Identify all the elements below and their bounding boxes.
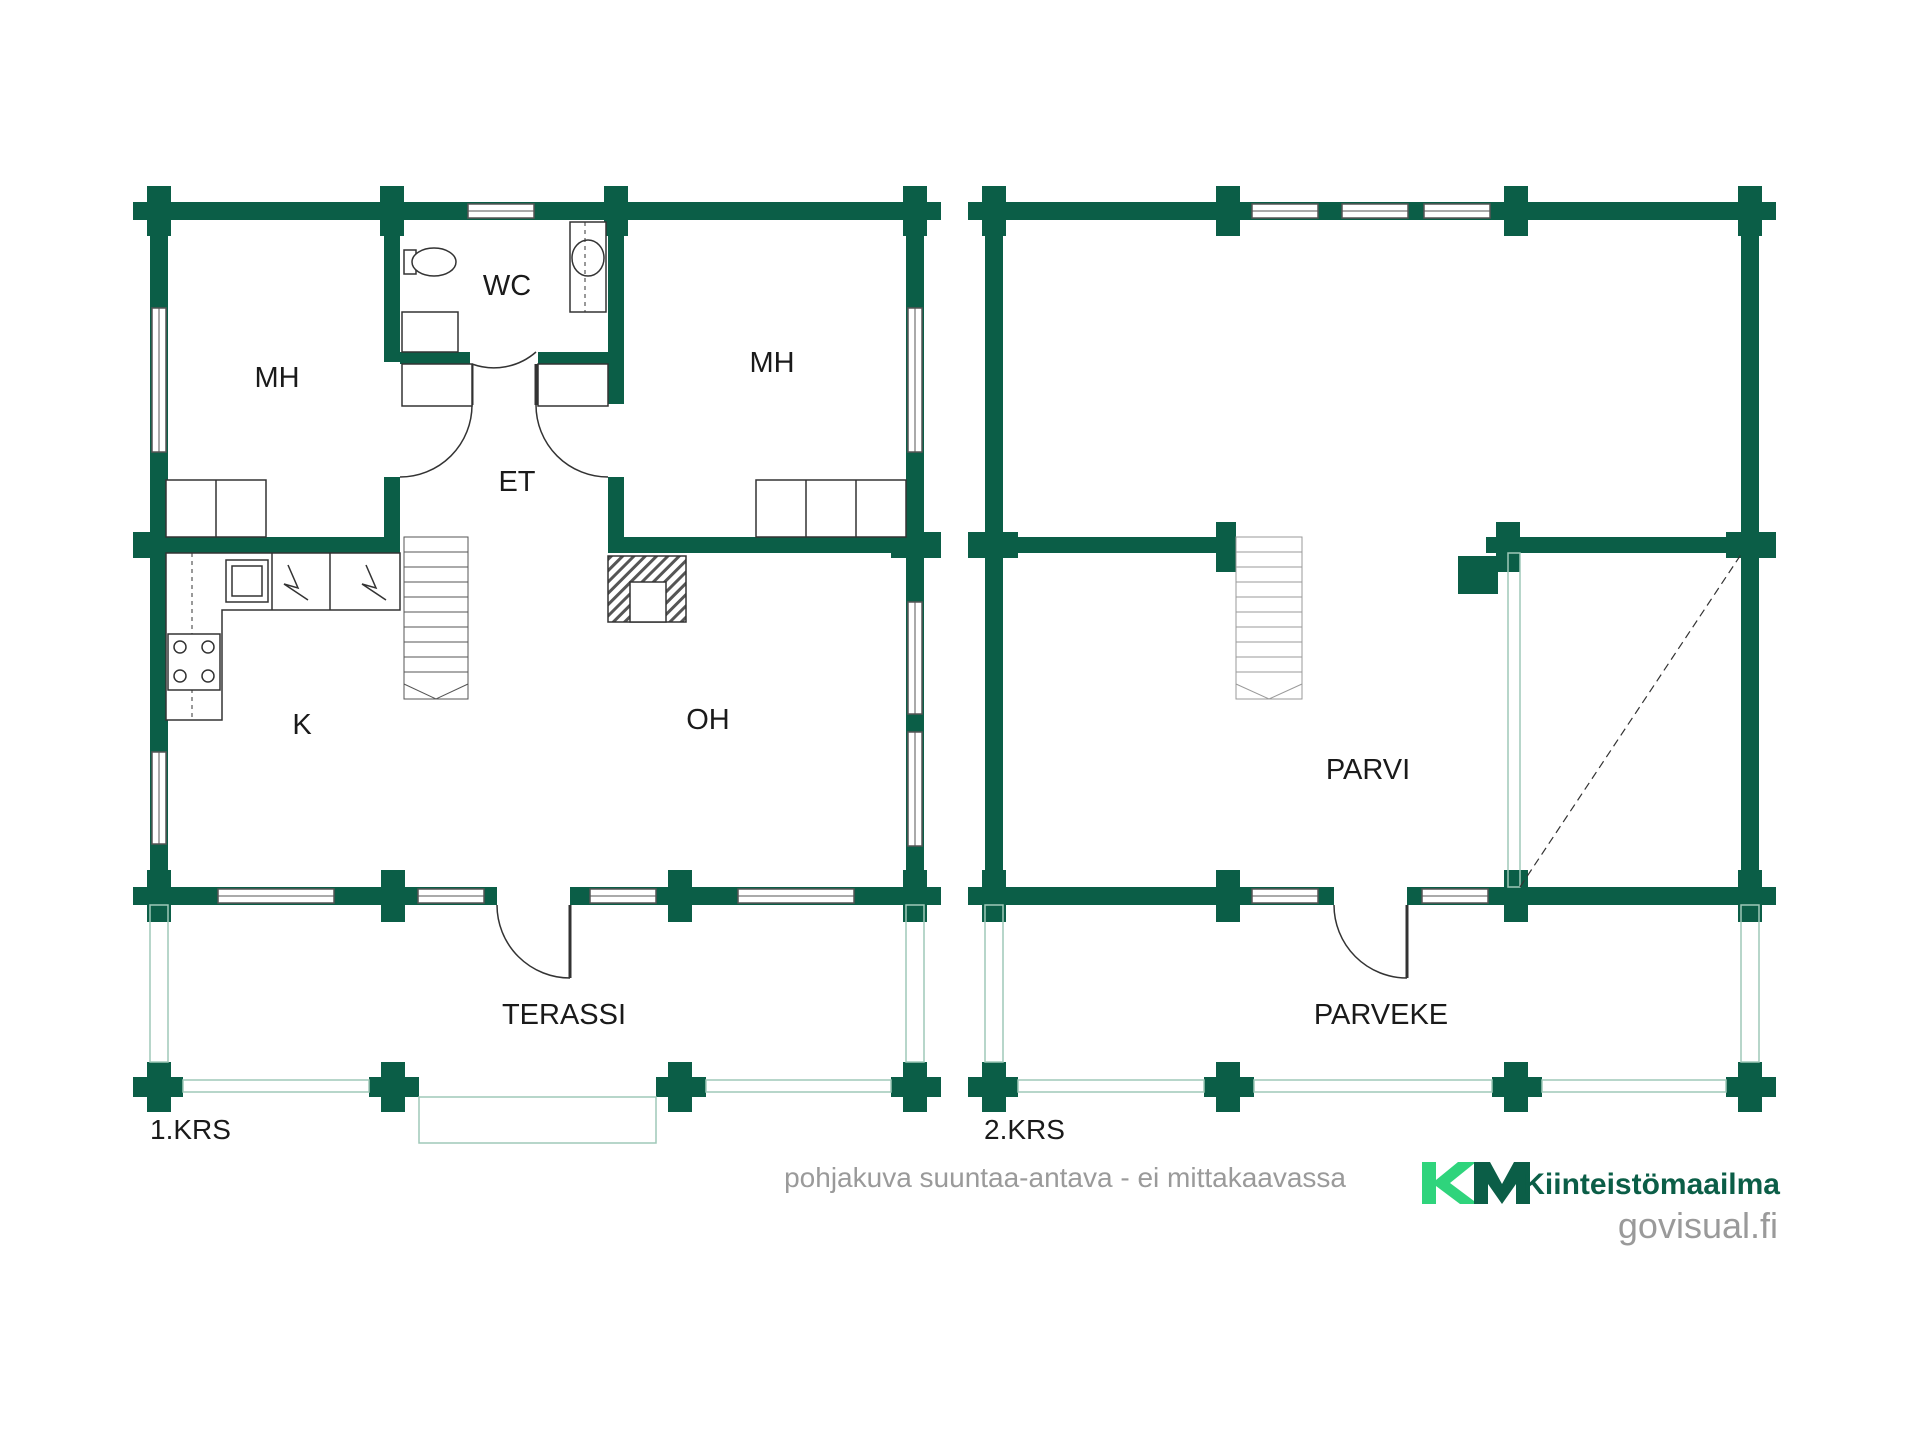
floor-2-plan (968, 186, 1776, 1112)
stairs-floor-2 (1235, 536, 1303, 700)
open-to-below-diagonal (1519, 552, 1743, 888)
room-label-wc: WC (483, 270, 531, 302)
wc-fixtures (401, 221, 609, 407)
brand-site: govisual.fi (1618, 1205, 1778, 1246)
brand-name: Kiinteistömaailma (1523, 1168, 1780, 1201)
front-door (496, 887, 572, 979)
floor-1-window-centerlines (158, 210, 916, 897)
room-label-k: K (292, 709, 312, 741)
room-label-oh: OH (686, 704, 730, 736)
room-label-terassi: TERASSI (502, 999, 626, 1031)
room-label-mh-right: MH (749, 347, 794, 379)
floor-1-walls (133, 186, 941, 1112)
room-labels: MH WC MH ET K OH TERASSI PARVI PARVEKE (254, 270, 1448, 1031)
stairs-floor-1 (403, 536, 469, 700)
floor-labels: 1.KRS 2.KRS (150, 1114, 1065, 1145)
floor-1-label: 1.KRS (150, 1114, 231, 1145)
balcony-railings (984, 904, 1760, 1093)
kitchen-counter (165, 552, 401, 721)
floor-2-label: 2.KRS (984, 1114, 1065, 1145)
fireplace (607, 555, 687, 623)
floor-1-plan (133, 186, 941, 1144)
electric-symbol-icon (283, 564, 387, 601)
room-label-mh-left: MH (254, 362, 299, 394)
floor-2-window-centerlines (1252, 210, 1490, 897)
disclaimer-text: pohjakuva suuntaa-antava - ei mittakaava… (784, 1162, 1346, 1193)
room-label-et: ET (498, 466, 535, 498)
closets (165, 479, 907, 538)
brand-logo: Kiinteistömaailma govisual.fi (1422, 1162, 1780, 1246)
balcony-door (1333, 887, 1409, 979)
room-label-parvi: PARVI (1326, 754, 1410, 786)
km-logo-icon (1422, 1162, 1530, 1204)
open-to-below (1507, 552, 1521, 888)
terrace-railings (149, 904, 925, 1144)
floor-2-walls (968, 186, 1776, 1112)
room-label-parveke: PARVEKE (1314, 999, 1448, 1031)
